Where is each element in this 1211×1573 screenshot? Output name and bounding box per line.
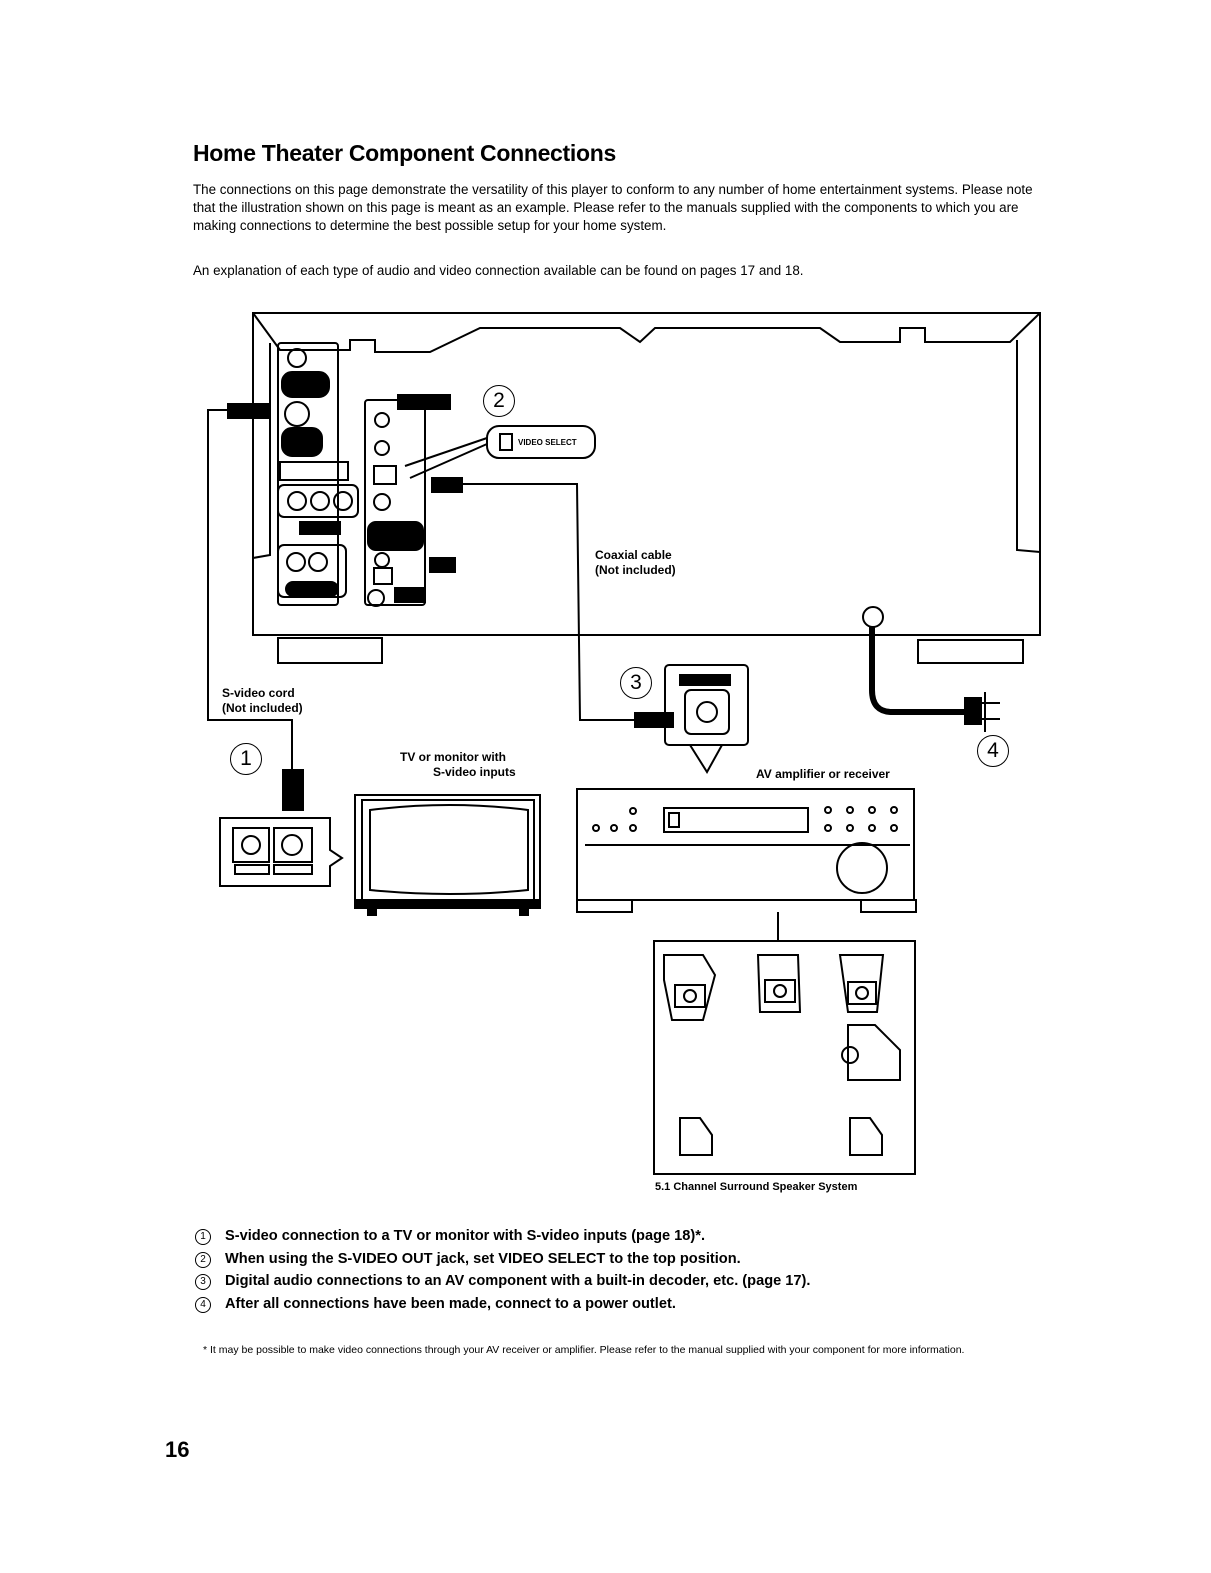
note-item: 1 S-video connection to a TV or monitor w… [195,1225,1095,1248]
note-number: 4 [195,1296,211,1313]
note-text: After all connections have been made, co… [225,1295,676,1312]
callout-1: 1 [230,743,262,775]
video-select-label: VIDEO SELECT [518,438,577,447]
svideo-cord-note: (Not included) [222,701,303,715]
page-title: Home Theater Component Connections [193,140,616,166]
footnote: * It may be possible to make video conne… [203,1344,965,1356]
dvd-player-rear [252,312,1041,732]
speaker-system [653,940,916,1175]
callout-2: 2 [483,385,515,417]
coaxial-cable [431,477,674,728]
intro-paragraph: The connections on this page demonstrate… [193,182,1033,233]
tv-label-line1: TV or monitor with [400,750,506,764]
note-number: 3 [195,1274,211,1290]
speaker-system-label: 5.1 Channel Surround Speaker System [655,1181,858,1193]
note-number: 2 [195,1251,211,1268]
callout-3: 3 [620,667,652,699]
note-number: 1 [195,1229,211,1245]
note-text: When using the S-VIDEO OUT jack, set VID… [225,1250,741,1267]
av-receiver [576,788,917,942]
note-text: S-video connection to a TV or monitor wi… [225,1228,706,1244]
note-item: 3 Digital audio connections to an AV comp… [195,1270,1095,1293]
tv-jack-panel [219,817,344,887]
note-text: Digital audio connections to an AV compo… [225,1273,811,1289]
tv-monitor [354,794,541,916]
connection-diagram [207,312,1041,1175]
page-number: 16 [165,1437,190,1462]
note-item: 4 After all connections have been made, c… [195,1293,1095,1316]
callout-4: 4 [977,735,1009,767]
coaxial-cable-label: Coaxial cable [595,548,672,562]
svideo-cord-label: S-video cord [222,686,295,700]
coaxial-cable-note: (Not included) [595,563,676,577]
svideo-cable [207,403,304,811]
av-amp-label: AV amplifier or receiver [756,767,890,781]
tv-label-line2: S-video inputs [433,765,516,779]
intro-paragraph-2: An explanation of each type of audio and… [193,263,804,278]
note-item: 2 When using the S-VIDEO OUT jack, set VI… [195,1248,1095,1271]
connection-notes: 1 S-video connection to a TV or monitor w… [195,1225,1095,1315]
